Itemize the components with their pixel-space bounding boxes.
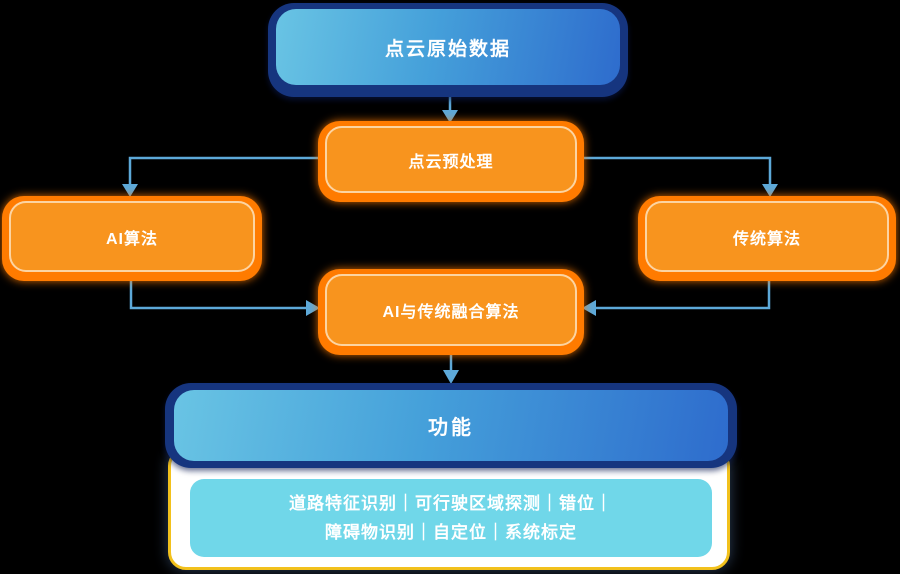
connector-preprocess-to-ai [128,156,322,186]
node-raw-point-cloud-data: 点云原始数据 [268,3,628,97]
node-fusion-algorithm: AI与传统融合算法 [318,269,584,355]
arrowhead-left-icon [582,300,596,316]
function-items-box: 道路特征识别｜可行驶区域探测｜错位｜ 障碍物识别｜自定位｜系统标定 [190,479,712,557]
arrowhead-down-icon [442,110,458,123]
node-point-cloud-preprocess: 点云预处理 [318,121,584,202]
node-traditional-algorithm-label: 传统算法 [645,201,889,272]
function-items-line1: 道路特征识别｜可行驶区域探测｜错位｜ [289,494,613,513]
node-traditional-algorithm: 传统算法 [638,196,896,281]
arrowhead-right-icon [306,300,320,316]
arrowhead-down-icon [122,184,138,197]
arrowhead-down-icon [762,184,778,197]
node-ai-algorithm: AI算法 [2,196,262,281]
arrowhead-down-icon [443,370,459,384]
function-items-line2: 障碍物识别｜自定位｜系统标定 [325,523,577,542]
node-ai-algorithm-label: AI算法 [9,201,255,272]
node-fusion-algorithm-label: AI与传统融合算法 [325,274,577,346]
node-raw-point-cloud-data-label: 点云原始数据 [276,9,620,85]
connector-preprocess-to-traditional [580,156,772,186]
node-function-header: 功能 [165,383,737,468]
node-point-cloud-preprocess-label: 点云预处理 [325,126,577,193]
node-function-label: 功能 [174,390,728,461]
